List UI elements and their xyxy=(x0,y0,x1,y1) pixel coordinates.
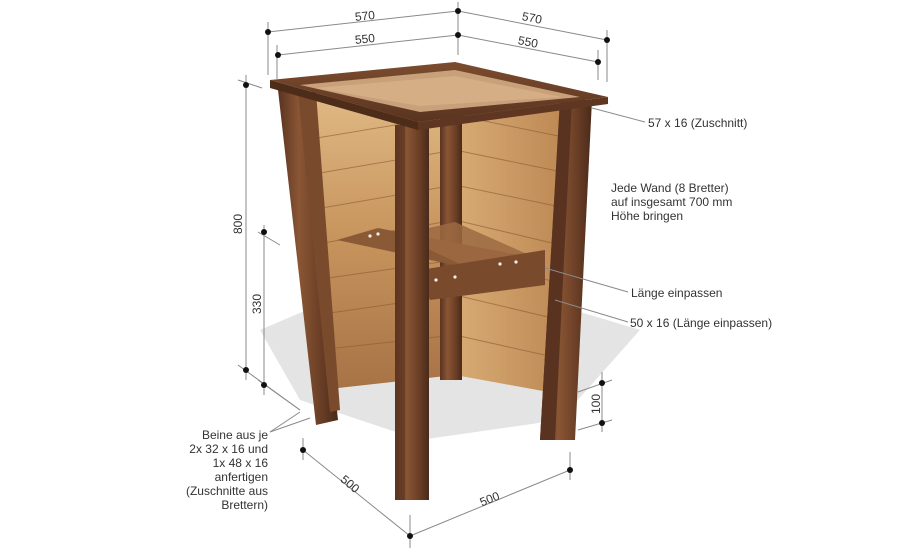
callout-legs-line-6: Brettern) xyxy=(221,498,268,512)
dim-floor-height: 330 xyxy=(250,294,264,314)
callout-walls-line-2: auf insgesamt 700 mm xyxy=(611,195,733,209)
dim-base-depth: 500 xyxy=(338,472,363,496)
callout-top-frame: 57 x 16 (Zuschnitt) xyxy=(648,116,748,130)
callout-walls: Jede Wand (8 Bretter) auf insgesamt 700 … xyxy=(611,181,732,223)
top-frame xyxy=(270,62,608,130)
callout-legs-line-5: (Zuschnitte aus xyxy=(185,484,268,498)
callout-walls-line-1: Jede Wand (8 Bretter) xyxy=(611,181,729,195)
dimension-lines xyxy=(237,2,646,548)
floor-boards xyxy=(337,222,545,300)
callout-legs-line-3: 1x 48 x 16 xyxy=(212,456,268,470)
callout-legs: Beine aus je 2x 32 x 16 und 1x 48 x 16 a… xyxy=(168,428,268,512)
front-leg xyxy=(395,125,429,500)
callout-walls-line-3: Höhe bringen xyxy=(611,209,684,223)
right-leg xyxy=(540,100,592,440)
left-leg xyxy=(278,90,340,425)
dim-top-inner-left: 550 xyxy=(354,31,376,47)
dim-top-outer-right: 570 xyxy=(521,9,544,27)
callout-legs-line-2: 2x 32 x 16 und xyxy=(189,442,268,456)
callout-legs-line-4: anfertigen xyxy=(214,470,268,484)
dim-total-height: 800 xyxy=(231,214,245,234)
dim-top-outer-left: 570 xyxy=(354,8,376,24)
dim-leg-clearance: 100 xyxy=(589,394,603,414)
callout-legs-line-1: Beine aus je xyxy=(201,428,268,442)
dim-top-inner-right: 550 xyxy=(517,33,540,51)
dim-base-width: 500 xyxy=(478,489,502,510)
callout-floor-boards: Länge einpassen xyxy=(631,286,723,300)
callout-floor-supports: 50 x 16 (Länge einpassen) xyxy=(630,316,773,330)
dimension-dots xyxy=(243,8,610,539)
